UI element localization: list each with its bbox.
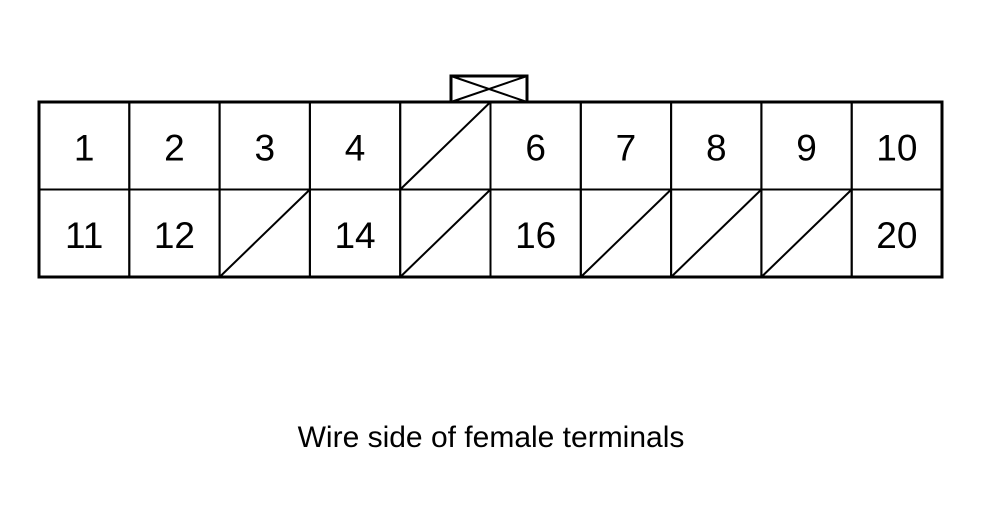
empty-slot-slash — [218, 188, 311, 278]
terminal-cell-empty — [399, 188, 492, 278]
empty-slot-slash — [580, 188, 672, 278]
terminal-cell-empty — [218, 188, 311, 278]
terminal-number: 9 — [796, 127, 817, 168]
terminal-number: 10 — [876, 127, 917, 168]
terminal-cell-8: 8 — [670, 101, 763, 191]
empty-slot-slash — [670, 188, 763, 278]
terminal-cell-1: 1 — [38, 101, 131, 191]
terminal-number: 12 — [154, 215, 195, 256]
terminal-cell-4: 4 — [308, 101, 402, 191]
terminal-cell-empty — [579, 188, 673, 278]
terminal-cell-9: 9 — [760, 101, 853, 191]
empty-slot-slash — [760, 188, 853, 278]
terminal-number: 11 — [65, 215, 103, 256]
terminal-number: 1 — [74, 127, 95, 168]
terminal-number: 7 — [616, 127, 637, 168]
terminal-cell-20: 20 — [850, 188, 944, 278]
diagram-caption: Wire side of female terminals — [297, 421, 685, 454]
empty-slot-slash — [399, 101, 492, 191]
terminal-cell-11: 11 — [38, 188, 131, 278]
terminal-cell-14: 14 — [308, 188, 402, 278]
terminal-number: 6 — [525, 127, 546, 168]
terminal-cell-empty — [760, 188, 853, 278]
terminal-cell-7: 7 — [579, 101, 673, 191]
terminal-number: 20 — [876, 215, 917, 256]
terminal-cell-16: 16 — [489, 188, 582, 278]
locking-tab — [449, 74, 529, 104]
terminal-cell-empty — [670, 188, 763, 278]
terminal-cell-12: 12 — [128, 188, 221, 278]
terminal-cell-10: 10 — [850, 101, 944, 191]
terminal-cell-3: 3 — [218, 101, 311, 191]
terminal-cell-empty — [399, 101, 492, 191]
terminal-number: 16 — [515, 215, 556, 256]
terminal-cell-6: 6 — [489, 101, 582, 191]
empty-slot-slash — [399, 188, 492, 278]
terminal-number: 2 — [164, 127, 185, 168]
terminal-number: 14 — [334, 215, 375, 256]
terminal-cell-2: 2 — [128, 101, 221, 191]
terminal-number: 3 — [254, 127, 275, 168]
terminal-cell-border — [850, 188, 944, 278]
terminal-number: 8 — [706, 127, 727, 168]
terminal-number: 4 — [345, 127, 366, 168]
